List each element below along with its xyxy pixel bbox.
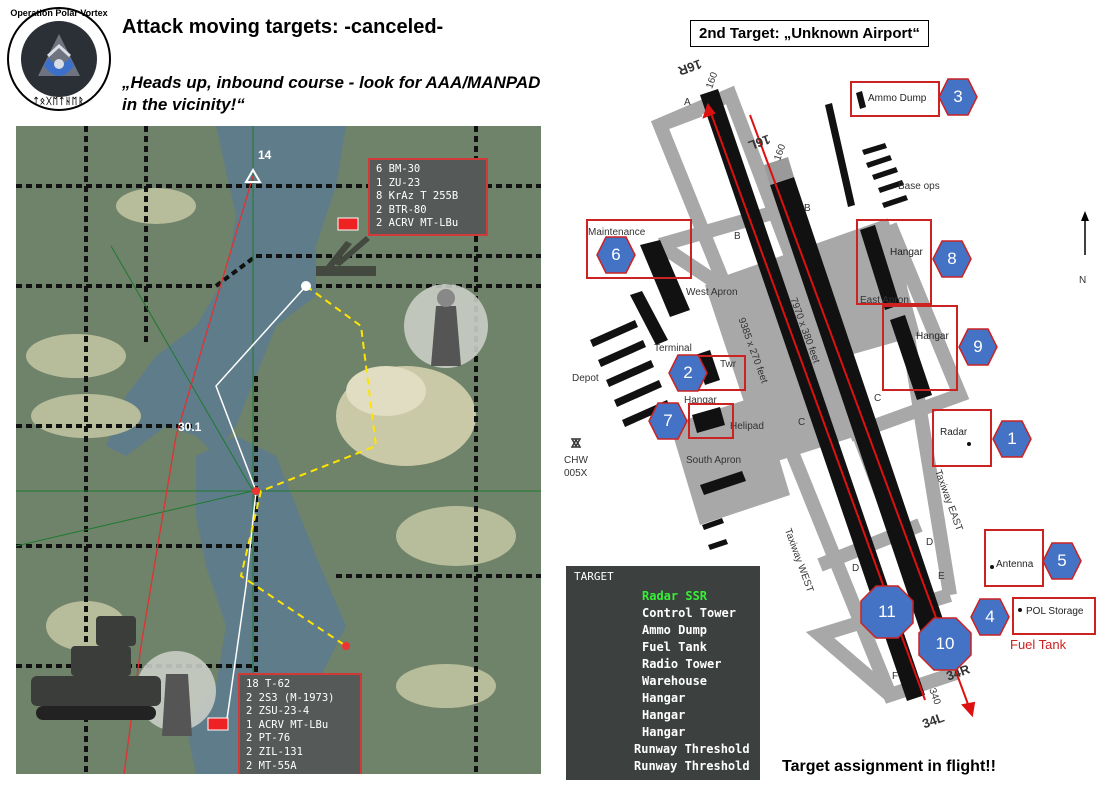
logo-text-bottom: ᛏᛟᚷᛖᛏᚺᛖᚱ — [33, 96, 85, 106]
target-number: 6 — [611, 245, 621, 264]
target-frame-radar — [932, 409, 992, 467]
enemy-group-south: 18 T-62 2 2S3 (M-1973) 2 ZSU-23-4 1 ACRV… — [238, 673, 362, 774]
target-marker-9[interactable]: 9 — [958, 327, 998, 367]
operation-logo: Operation Polar Vortex ᛏᛟᚷᛖᛏᚺᛖᚱ — [6, 6, 112, 112]
label-twy-d2: D — [926, 537, 934, 548]
target-frame-ammo — [850, 81, 940, 117]
enemy-group-north: 6 BM-30 1 ZU-23 8 KrAz T 255B 2 BTR-80 2… — [368, 158, 488, 236]
label-twy-f: F — [892, 671, 899, 682]
unit-entry: 2 MT-55A — [246, 759, 297, 772]
airport-diagram: 16R 160 16L 160 34R 34L 340 9385 x 270 f… — [560, 55, 1096, 745]
unit-entry: 1 ZU-23 — [376, 176, 421, 189]
tactical-map[interactable]: 14 30.1 6 BM-30 1 ZU-23 8 KrAz T 255B 2 … — [16, 126, 541, 774]
label-south-apron: South Apron — [686, 455, 742, 466]
target-list-item[interactable]: Radio Tower — [642, 657, 722, 671]
target-number: 8 — [947, 249, 957, 268]
map-terrain — [16, 126, 541, 774]
target-name-hangar-8: Hangar — [890, 247, 923, 258]
unit-entry: 18 T-62 — [246, 678, 291, 690]
target-marker-7[interactable]: 7 — [648, 401, 688, 441]
label-twy-b1: B — [734, 231, 741, 242]
target-marker-3[interactable]: 3 — [938, 77, 978, 117]
target-marker-1[interactable]: 1 — [992, 419, 1032, 459]
target-frame-maintenance — [586, 219, 692, 279]
second-target-title: 2nd Target: „Unknown Airport“ — [690, 20, 929, 47]
target-number: 9 — [973, 337, 983, 356]
target-frame-antenna — [984, 529, 1044, 587]
fuel-tank-note: Fuel Tank — [1010, 637, 1067, 652]
label-base-ops: Base ops — [898, 181, 940, 192]
target-number: 7 — [663, 411, 673, 430]
target-list-item[interactable]: Hangar — [642, 725, 686, 739]
label-hangar-small: Hangar — [684, 395, 717, 406]
unit-entry: 6 BM-30 — [376, 163, 421, 175]
target-number: 3 — [953, 87, 963, 106]
label-chw-freq: 005X — [564, 468, 588, 479]
target-frame-hangar-8 — [856, 219, 932, 305]
label-twr: Twr — [720, 359, 737, 370]
unit-entry: 1 ACRV MT-LBu — [246, 718, 329, 731]
unit-entry: 2 2S3 (M-1973) — [246, 691, 335, 704]
target-list-item[interactable]: Control Tower — [642, 606, 736, 620]
target-name-radar: Radar — [940, 427, 968, 438]
target-frame-pol — [1012, 597, 1096, 635]
target-assignment-note: Target assignment in flight!! — [782, 758, 996, 775]
page-title: Attack moving targets: -canceled- — [122, 16, 444, 38]
unit-entry: 2 BTR-80 — [376, 203, 427, 216]
target-name-antenna: Antenna — [996, 559, 1034, 570]
label-maintenance: Maintenance — [588, 227, 646, 238]
waypoint-14-label: 14 — [258, 148, 272, 162]
target-list-item[interactable]: Hangar — [642, 708, 686, 722]
target-number: 4 — [985, 607, 995, 626]
target-number: 11 — [878, 602, 896, 621]
target-number: 10 — [935, 634, 955, 653]
label-north: N — [1079, 275, 1087, 286]
target-number: 2 — [683, 363, 693, 382]
target-list-item[interactable]: Runway Threshold — [634, 742, 750, 756]
target-list-item[interactable]: Hangar — [642, 691, 686, 705]
label-chw: CHW — [564, 455, 588, 466]
target-number: 1 — [1007, 429, 1017, 448]
logo-text-top: Operation Polar Vortex — [10, 8, 108, 18]
label-helipad: Helipad — [730, 421, 764, 432]
target-name-ammo: Ammo Dump — [868, 93, 927, 104]
label-twy-b2: B — [804, 203, 811, 214]
target-frame-hangar-small — [688, 403, 734, 439]
target-marker-8[interactable]: 8 — [932, 239, 972, 279]
label-twy-c1: C — [798, 417, 806, 428]
unit-entry: 8 KrAz T 255B — [376, 190, 459, 203]
waypoint-301-label: 30.1 — [178, 420, 202, 434]
target-marker-6[interactable]: 6 — [596, 235, 636, 275]
unit-entry: 2 ZSU-23-4 — [246, 705, 310, 718]
threat-warning: „Heads up, inbound course - look for AAA… — [122, 73, 541, 114]
target-list-panel: Target Radar SSR Control Tower Ammo Dump… — [566, 566, 760, 780]
unit-entry: 2 PT-76 — [246, 732, 291, 745]
label-east-apron: East Apron — [860, 295, 909, 306]
label-twy-d1: D — [852, 563, 860, 574]
target-marker-4[interactable]: 4 — [970, 597, 1010, 637]
unit-entry: 2 ZIL-131 — [246, 745, 303, 758]
label-twy-e: E — [938, 571, 945, 582]
label-twy-a: A — [684, 97, 691, 108]
label-terminal: Terminal — [654, 343, 692, 354]
target-list-item[interactable]: Runway Threshold — [634, 759, 750, 773]
unit-entry: 2 ACRV MT-LBu — [376, 217, 459, 230]
target-list-item[interactable]: Fuel Tank — [642, 640, 708, 654]
target-list: Radar SSR Control Tower Ammo Dump Fuel T… — [566, 588, 760, 775]
label-west-apron: West Apron — [686, 287, 738, 298]
target-frame-hangar-9 — [882, 305, 958, 391]
target-name-pol: POL Storage — [1026, 606, 1084, 617]
target-marker-2[interactable]: 2 — [668, 353, 708, 393]
target-number: 5 — [1057, 551, 1067, 570]
target-marker-10[interactable]: 10 — [918, 617, 972, 671]
target-list-header: Target — [574, 570, 614, 583]
target-name-hangar-9: Hangar — [916, 331, 949, 342]
label-depot: Depot — [572, 373, 599, 384]
target-marker-5[interactable]: 5 — [1042, 541, 1082, 581]
label-twy-c2: C — [874, 393, 882, 404]
target-marker-11[interactable]: 11 — [860, 585, 914, 639]
target-list-item[interactable]: Ammo Dump — [642, 623, 708, 637]
target-list-item[interactable]: Radar SSR — [642, 589, 708, 603]
target-list-item[interactable]: Warehouse — [642, 674, 708, 688]
